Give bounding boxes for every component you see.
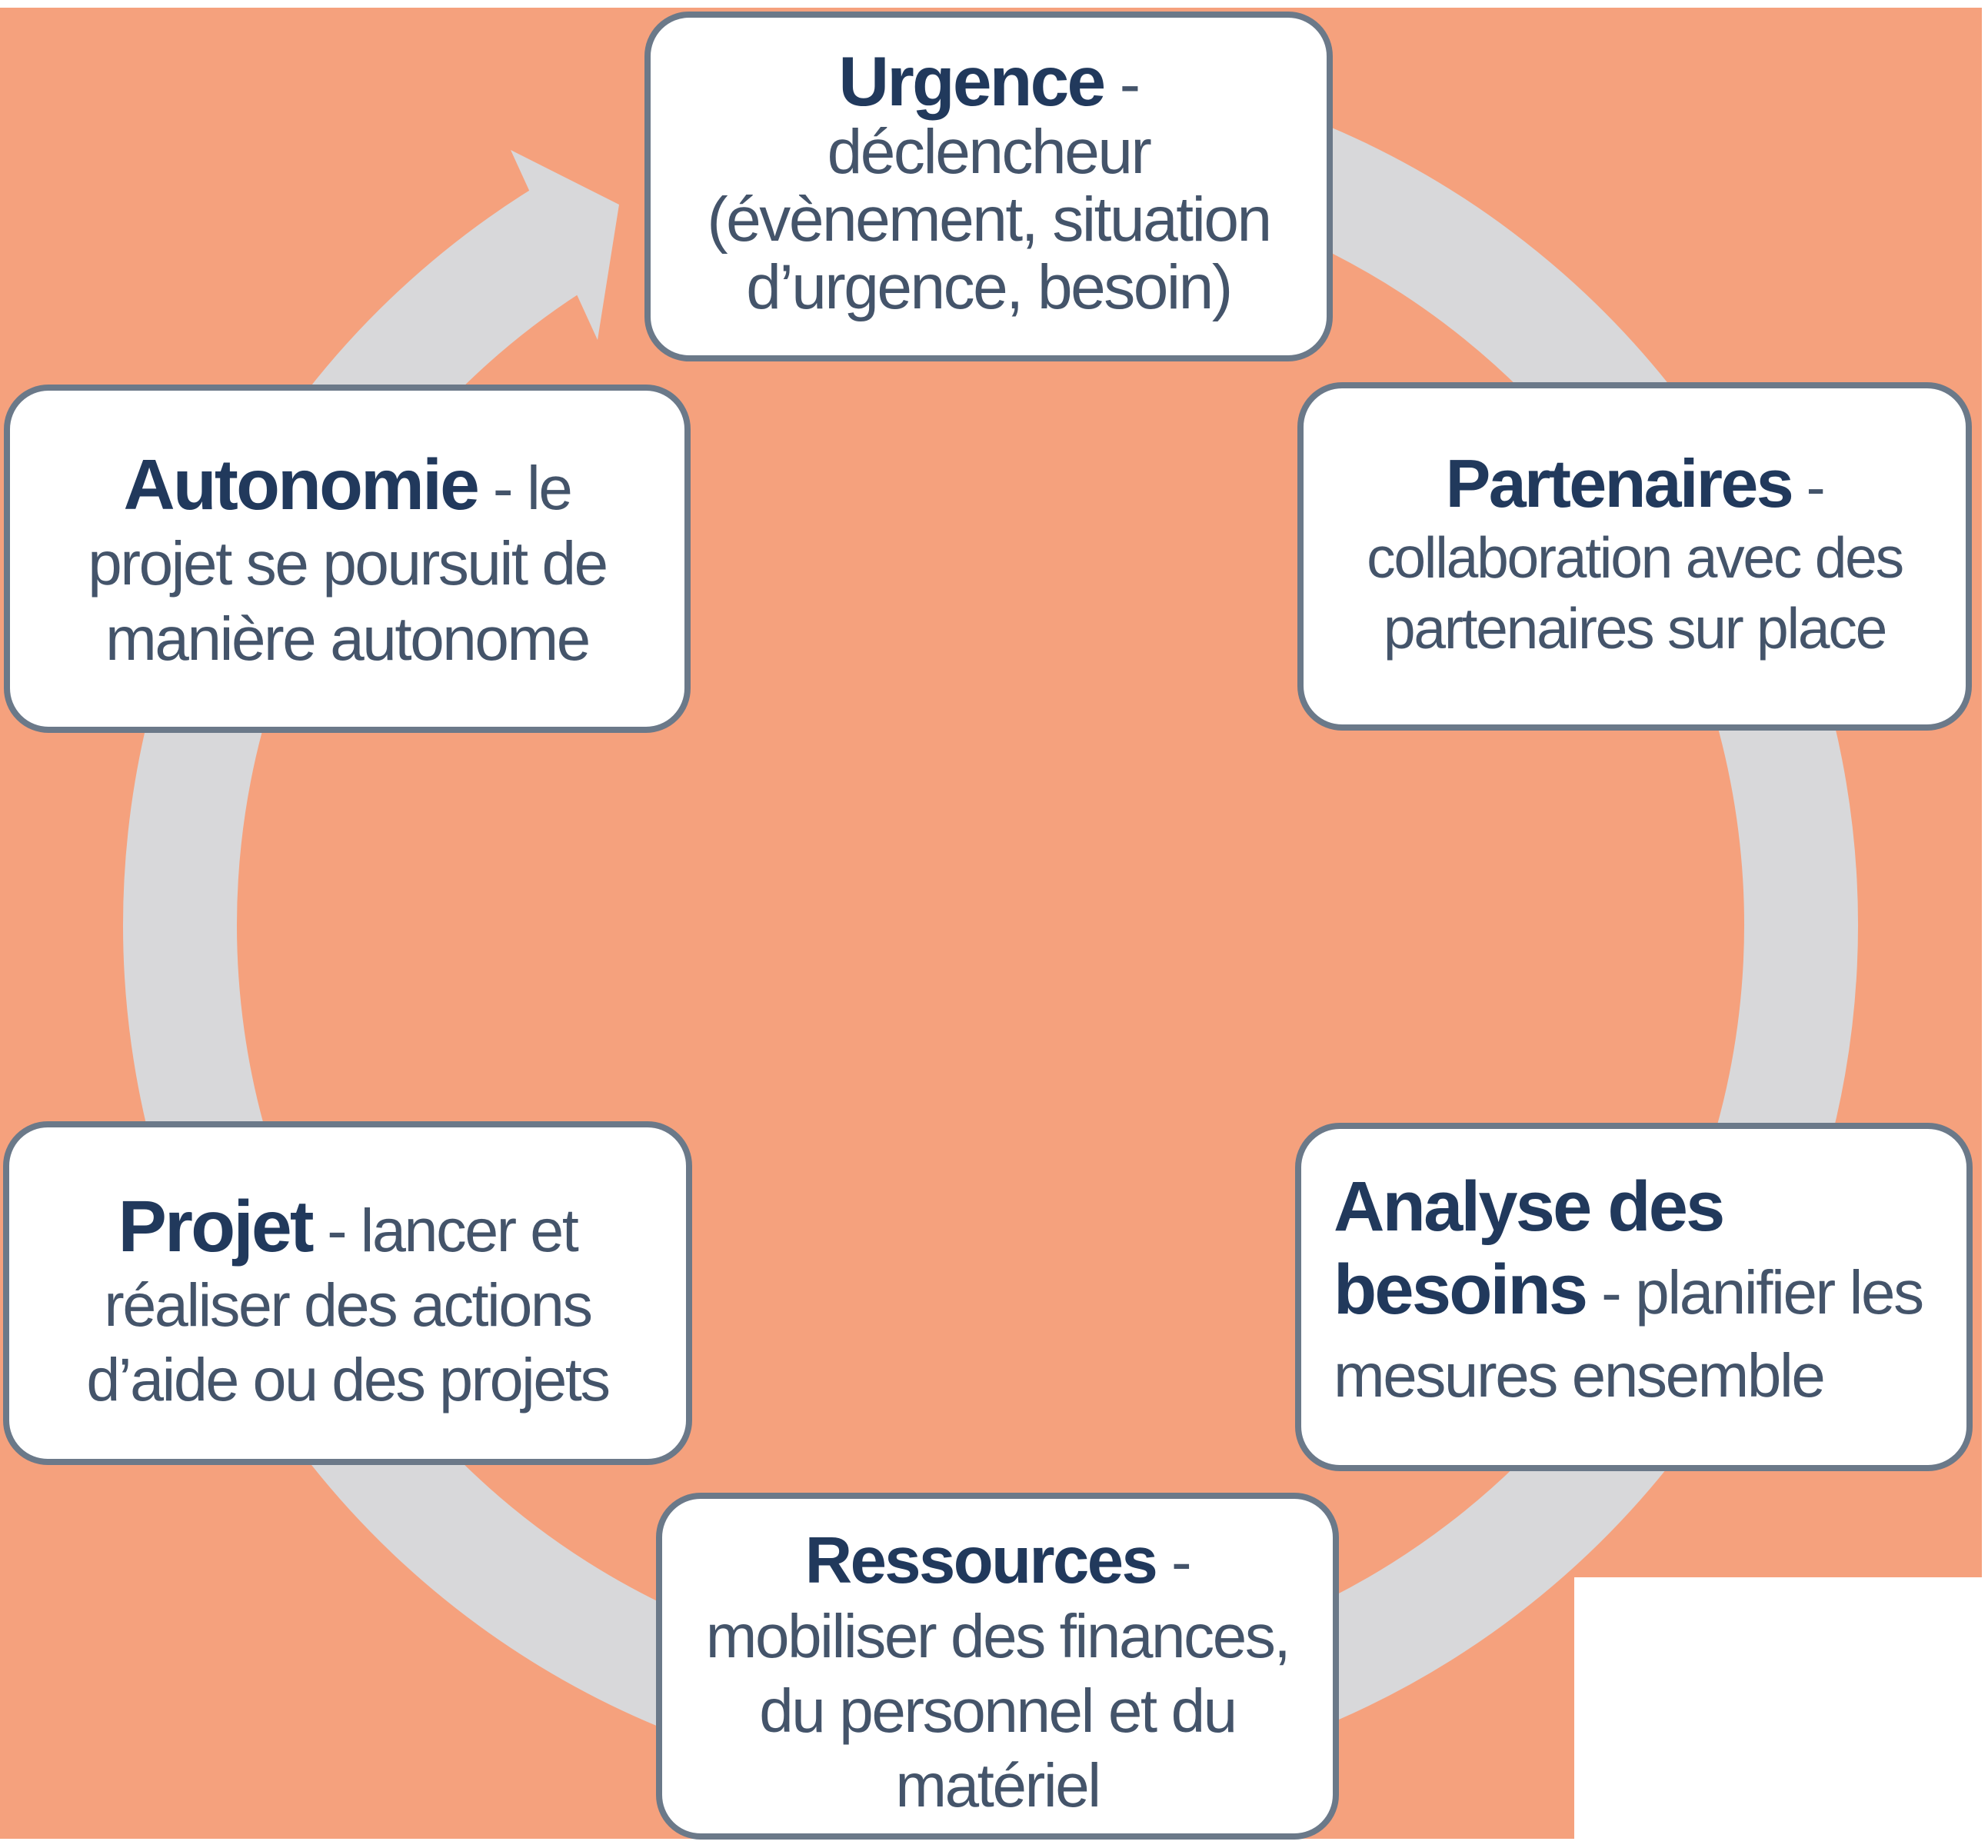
step-text-line: d’urgence, besoin) [746,252,1233,322]
step-text-line: collaboration avec des [1367,525,1904,590]
step-box-projet: Projet - lancer et réaliser des actions … [3,1121,692,1465]
step-text-line: réaliser des actions [104,1270,593,1339]
step-box-partenaires: Partenaires - collaboration avec des par… [1297,382,1972,731]
step-box-autonomie: Autonomie - le projet se poursuit de man… [4,385,691,733]
step-text-line: partenaires sur place [1383,596,1887,661]
step-text-line: matériel [895,1751,1101,1820]
step-text-line: déclencheur [827,117,1152,187]
arrowhead-icon [511,150,619,340]
step-title-line: besoins - planifier les [1334,1250,1924,1329]
step-text-line: (évènement, situation [707,185,1272,255]
step-title-line: Projet - lancer et [118,1186,579,1267]
step-box-urgence: Urgence - déclencheur (évènement, situat… [644,12,1333,361]
step-text-line: du personnel et du [759,1677,1237,1745]
step-text-line: mobiliser des finances, [705,1602,1291,1670]
step-title-line: Urgence - [838,43,1141,121]
step-box-analyse-des-besoins: Analyse des besoins - planifier les mesu… [1295,1123,1973,1471]
step-text-line: mesures ensemble [1334,1341,1826,1410]
step-text-line: manière autonome [105,604,591,673]
step-title-line: Ressources - [804,1524,1192,1597]
step-text-line: projet se poursuit de [88,529,608,598]
step-title-line: Partenaires - [1445,445,1826,521]
step-box-ressources: Ressources - mobiliser des finances, du … [656,1493,1339,1840]
step-title-line: Analyse des [1334,1167,1725,1246]
step-text-line: d’aide ou des projets [86,1345,611,1413]
step-title-line: Autonomie - le [123,445,573,524]
background-corner-cutout [1574,1577,1983,1840]
